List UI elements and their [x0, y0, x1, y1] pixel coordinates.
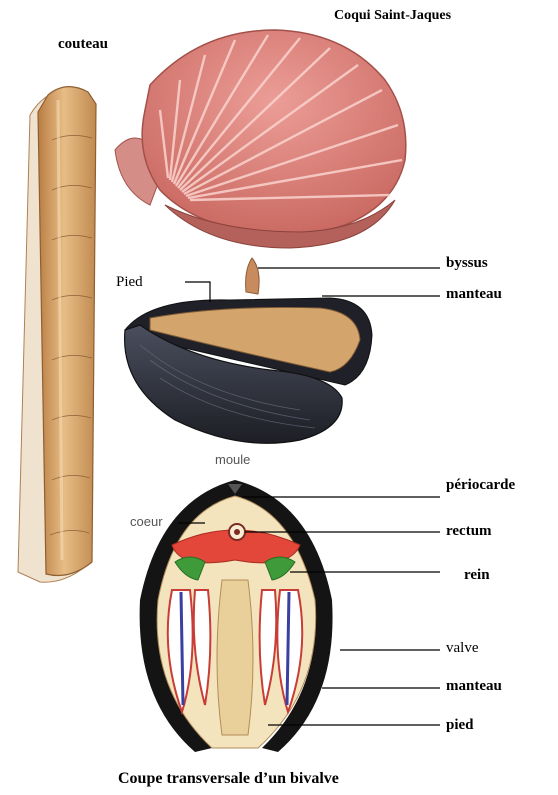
- rectum-label: rectum: [446, 523, 492, 540]
- section-foot-label: pied: [446, 717, 474, 734]
- mussel-label: moule: [215, 452, 250, 467]
- mussel-mantle-label: manteau: [446, 286, 502, 303]
- scallop-label: Coqui Saint-Jaques: [334, 8, 451, 24]
- pericardium-label: périocarde: [446, 477, 515, 494]
- razor-clam-label: couteau: [58, 36, 108, 53]
- cross-section: [140, 480, 333, 752]
- razor-clam: [18, 87, 96, 583]
- mussel-foot-label: Pied: [116, 274, 143, 291]
- scallop: [115, 30, 406, 248]
- section-mantle-label: manteau: [446, 678, 502, 695]
- mussel: [125, 258, 372, 443]
- heart-label: coeur: [130, 514, 163, 529]
- byssus-threads: [246, 258, 260, 294]
- caption: Coupe transversale d’un bivalve: [118, 770, 339, 788]
- valve-label: valve: [446, 640, 478, 657]
- kidney-label: rein: [464, 567, 490, 584]
- byssus-label: byssus: [446, 255, 488, 272]
